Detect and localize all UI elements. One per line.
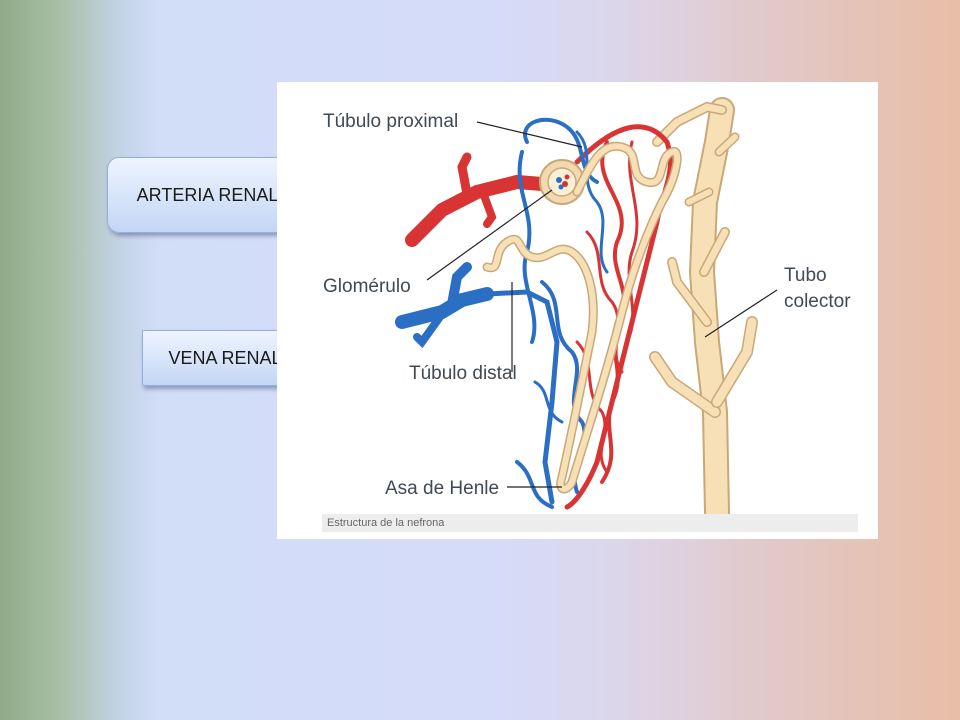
arteria-renal-button[interactable]: ARTERIA RENAL: [107, 157, 308, 233]
nephron-tubule: [482, 141, 682, 494]
arteria-renal-label: ARTERIA RENAL: [136, 184, 279, 205]
vena-renal-label: VENA RENAL: [168, 347, 282, 368]
label-glomerulo: Glomérulo: [323, 276, 411, 297]
figure-caption: Estructura de la nefrona: [322, 514, 858, 532]
renal-vein: [395, 117, 609, 509]
label-tubo: Tubo: [784, 265, 827, 286]
label-asa-de-henle: Asa de Henle: [385, 478, 499, 499]
nephron-illustration: Túbulo proximal Glomérulo Túbulo distal …: [323, 97, 851, 525]
collecting-duct: [649, 97, 758, 525]
label-tubulo-proximal: Túbulo proximal: [323, 111, 458, 132]
leader-lines: [426, 121, 778, 488]
nephron-diagram: Túbulo proximal Glomérulo Túbulo distal …: [277, 82, 878, 539]
label-colector: colector: [784, 291, 851, 312]
label-tubulo-distal: Túbulo distal: [409, 363, 517, 384]
